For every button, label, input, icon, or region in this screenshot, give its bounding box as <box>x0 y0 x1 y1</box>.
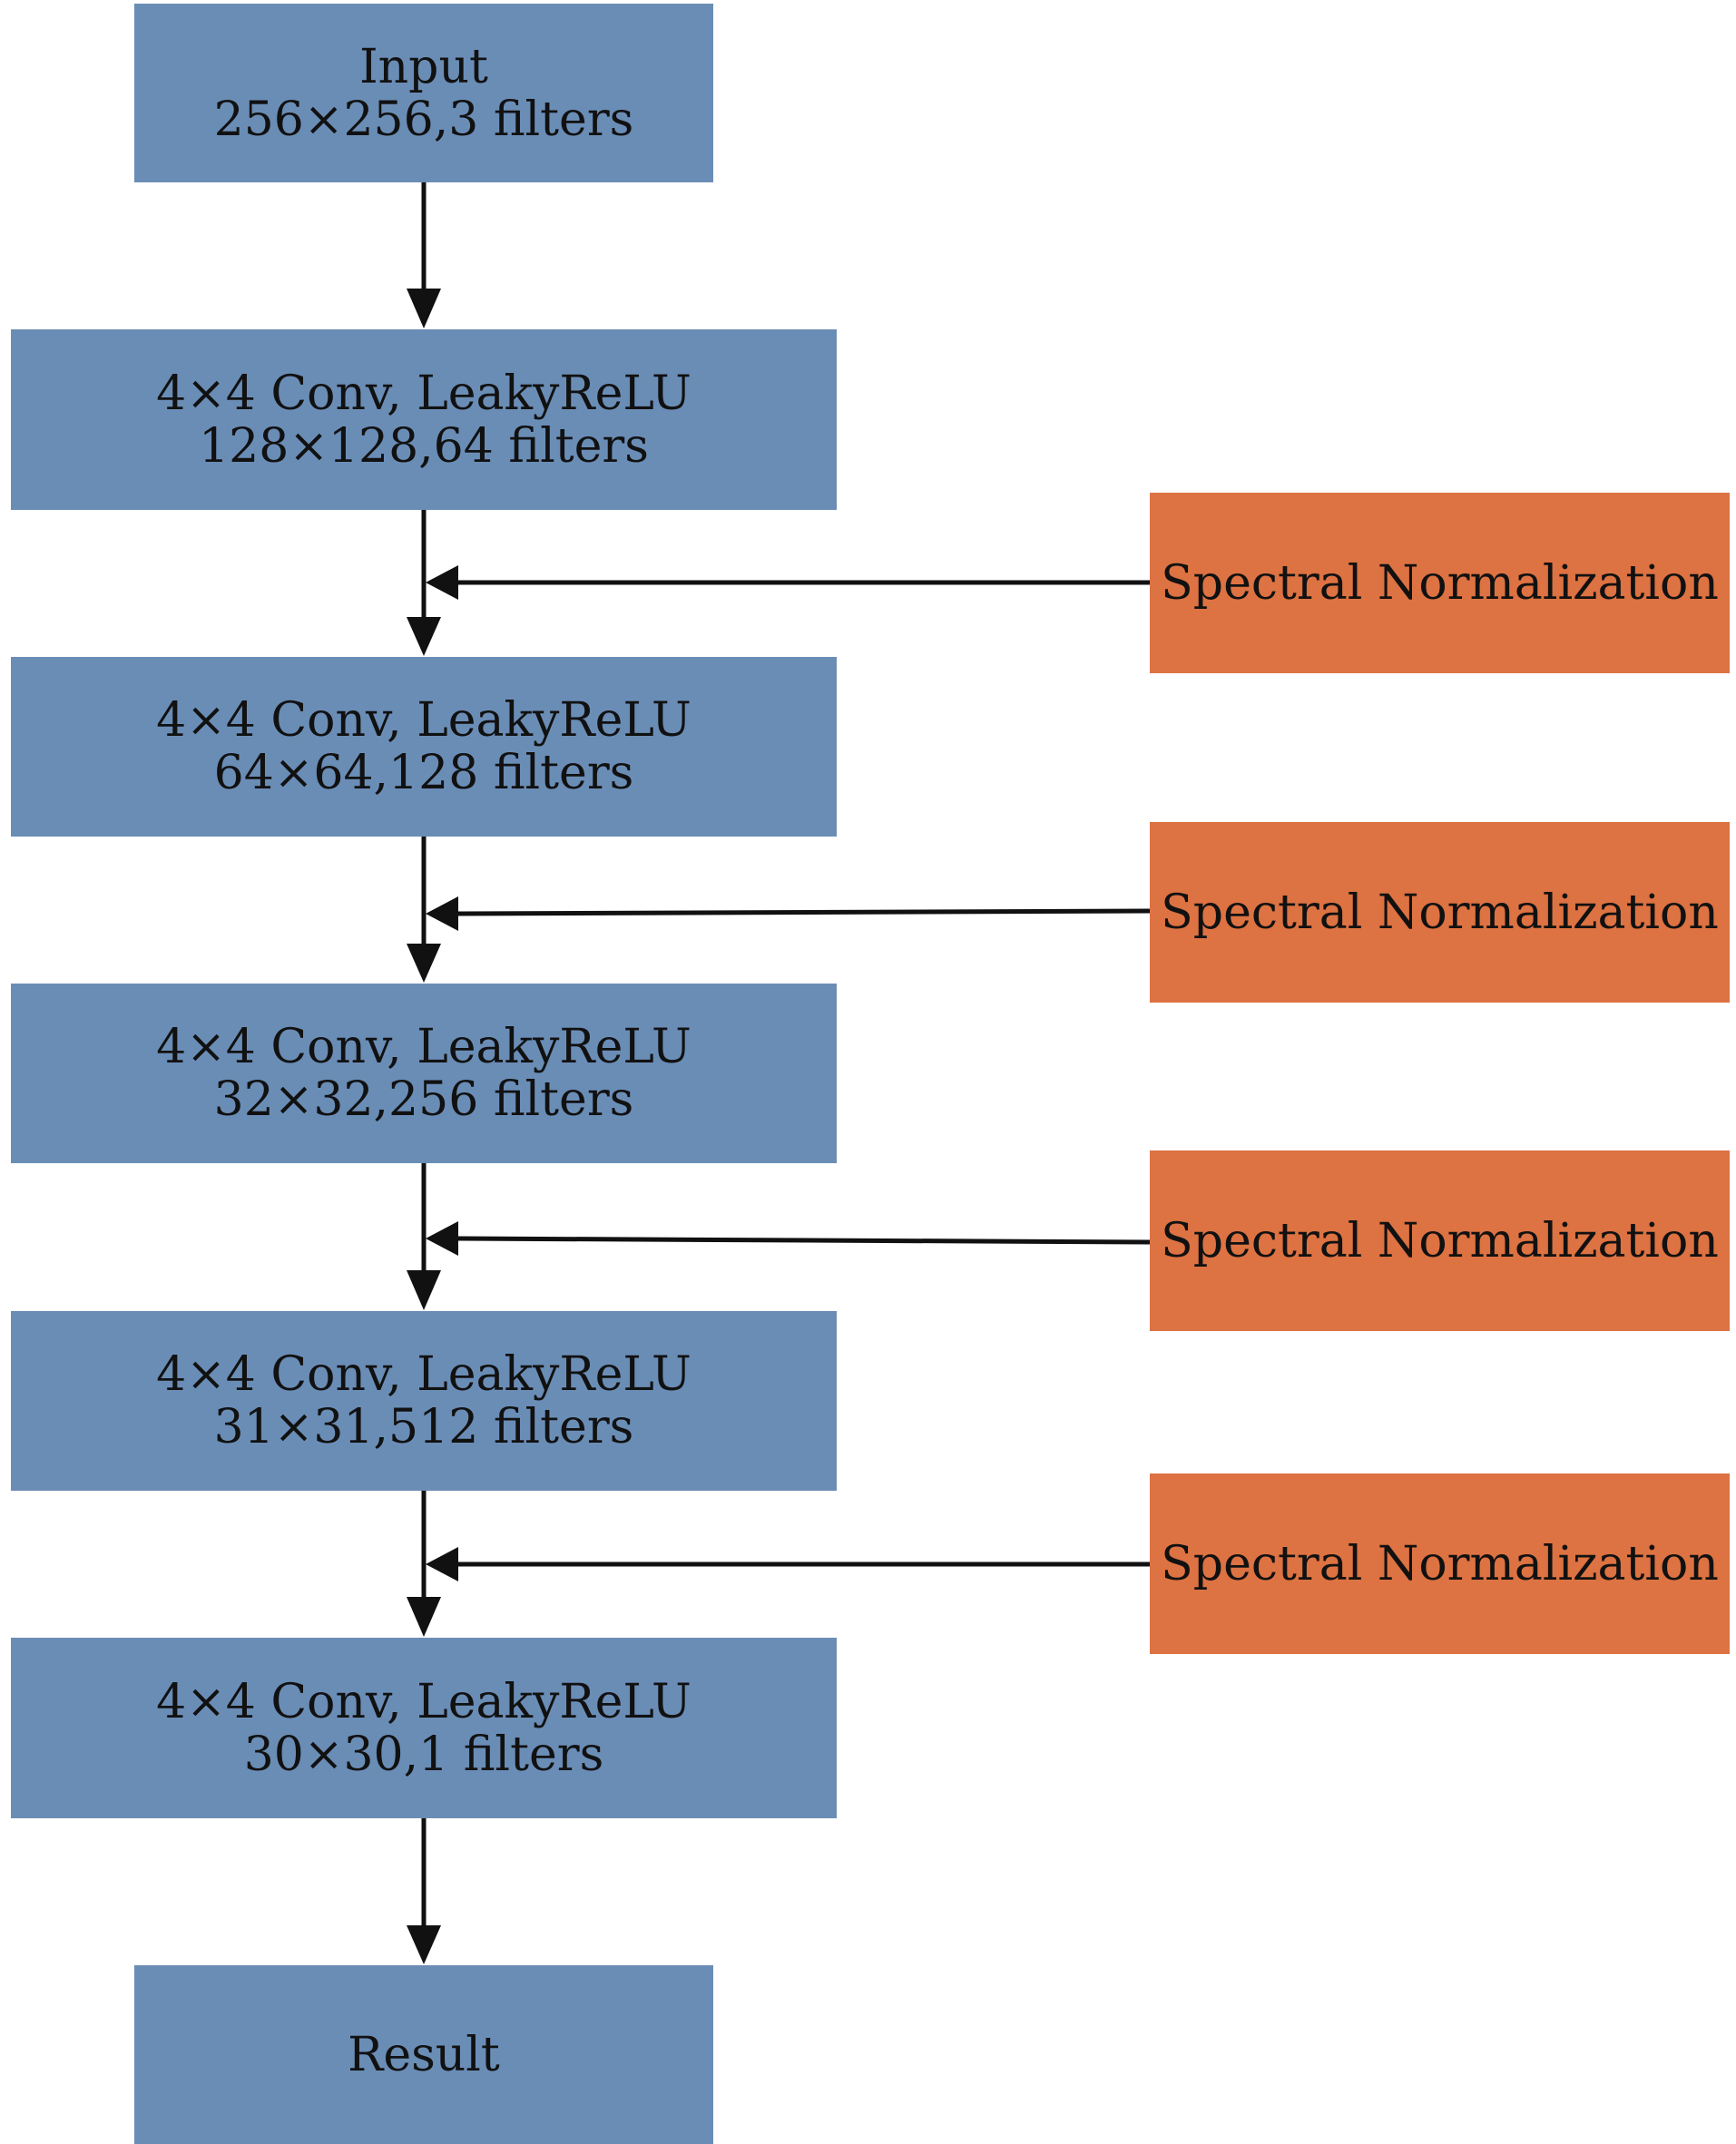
layer-title: 4×4 Conv, LeakyReLU <box>156 1020 691 1074</box>
layer-detail: 30×30,1 filters <box>243 1727 604 1782</box>
normalization-box-3: Spectral Normalization <box>1150 1473 1730 1654</box>
flow-arrow-4 <box>407 1491 441 1637</box>
layer-box-conv-3: 4×4 Conv, LeakyReLU 32×32,256 filters <box>11 984 837 1163</box>
layer-detail: 128×128,64 filters <box>199 418 649 474</box>
layer-title: Result <box>348 2027 500 2082</box>
normalization-box-1: Spectral Normalization <box>1150 822 1730 1003</box>
layer-box-conv-1: 4×4 Conv, LeakyReLU 128×128,64 filters <box>11 329 837 510</box>
layer-detail: 31×31,512 filters <box>213 1400 634 1454</box>
layer-box-conv-2: 4×4 Conv, LeakyReLU 64×64,128 filters <box>11 657 837 837</box>
layer-title: Input <box>359 39 488 94</box>
norm-arrow-0 <box>426 565 1150 600</box>
flow-arrow-1 <box>407 510 441 656</box>
layer-title: 4×4 Conv, LeakyReLU <box>156 366 691 421</box>
layer-box-result: Result <box>134 1965 713 2144</box>
layer-title: 4×4 Conv, LeakyReLU <box>156 1674 691 1729</box>
layer-detail: 32×32,256 filters <box>213 1072 634 1127</box>
norm-arrow-3 <box>426 1547 1150 1581</box>
layer-title: 4×4 Conv, LeakyReLU <box>156 693 691 748</box>
normalization-box-2: Spectral Normalization <box>1150 1150 1730 1331</box>
normalization-box-0: Spectral Normalization <box>1150 493 1730 673</box>
layer-detail: 256×256,3 filters <box>213 92 634 147</box>
layer-box-conv-4: 4×4 Conv, LeakyReLU 31×31,512 filters <box>11 1311 837 1491</box>
flow-arrow-3 <box>407 1163 441 1310</box>
layer-title: 4×4 Conv, LeakyReLU <box>156 1347 691 1402</box>
flow-arrow-0 <box>407 182 441 328</box>
norm-arrow-1 <box>426 896 1151 931</box>
normalization-label: Spectral Normalization <box>1161 1213 1719 1268</box>
flow-arrow-5 <box>407 1818 441 1964</box>
norm-arrow-2 <box>426 1221 1151 1256</box>
layer-box-input: Input 256×256,3 filters <box>134 4 713 182</box>
normalization-label: Spectral Normalization <box>1161 555 1719 611</box>
normalization-label: Spectral Normalization <box>1161 885 1719 940</box>
normalization-label: Spectral Normalization <box>1161 1536 1719 1591</box>
flow-arrow-2 <box>407 837 441 983</box>
layer-box-conv-5: 4×4 Conv, LeakyReLU 30×30,1 filters <box>11 1638 837 1818</box>
layer-detail: 64×64,128 filters <box>213 746 634 800</box>
